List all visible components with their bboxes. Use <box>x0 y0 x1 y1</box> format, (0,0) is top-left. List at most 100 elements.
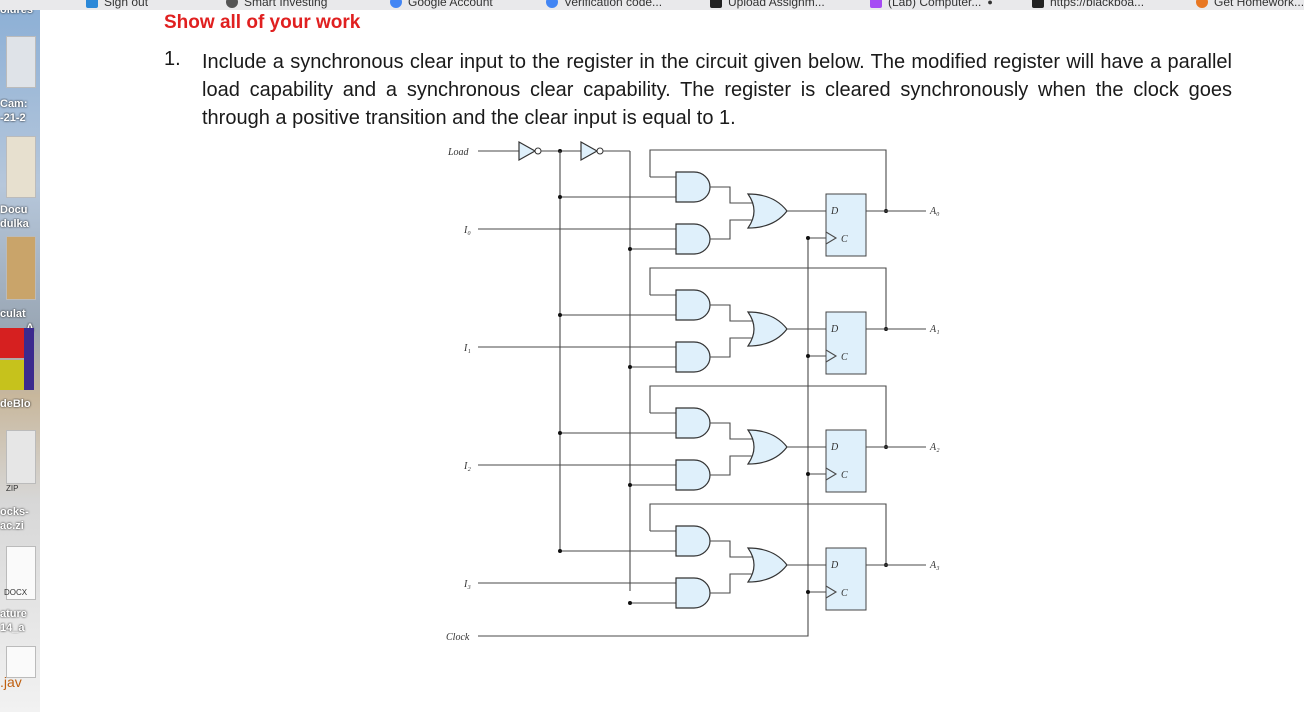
feedback-wire <box>649 149 887 211</box>
ff-d-label: D <box>830 324 839 335</box>
bookmark-google-account[interactable]: Google Account <box>390 0 493 10</box>
and-gate-hold <box>675 171 711 203</box>
or-gate <box>746 429 788 465</box>
file-thumbnail[interactable] <box>6 136 36 198</box>
document-page: Show all of your work 1. Include a synch… <box>40 10 1304 712</box>
app-block-red[interactable] <box>0 328 24 358</box>
clock-triangle <box>825 231 838 245</box>
desktop-file-label[interactable]: ac.zi <box>0 520 24 532</box>
circuit-wiring <box>478 149 809 637</box>
and-to-or-wire <box>710 219 752 240</box>
bookmark-sign-out[interactable]: Sign out <box>86 0 148 10</box>
and-gate-load <box>675 341 711 373</box>
google-icon <box>390 0 402 8</box>
input-label: I₀ <box>463 225 471 236</box>
desktop-file-label[interactable]: -21-2 <box>0 112 26 124</box>
and-to-or-wire <box>710 304 752 322</box>
and-to-or-wire <box>710 573 752 594</box>
bb-icon <box>1032 0 1044 8</box>
d-flip-flop <box>825 311 867 375</box>
load-buffer-2 <box>580 140 604 162</box>
zip-archive-icon[interactable] <box>6 430 36 484</box>
bookmark-upload-assignment[interactable]: Upload Assignm... <box>710 0 825 10</box>
feedback-wire <box>649 267 887 329</box>
output-label: A₂ <box>929 442 940 453</box>
desktop-file-label[interactable]: ature <box>0 608 27 620</box>
desktop-file-label[interactable]: .jav <box>0 674 22 690</box>
question-text: Include a synchronous clear input to the… <box>202 51 1232 129</box>
and-gate-hold <box>675 525 711 557</box>
bookmark-get-homework[interactable]: Get Homework... <box>1196 0 1304 10</box>
microphone-icon: ● <box>987 0 993 7</box>
and-to-or-wire <box>710 337 752 358</box>
feedback-wire <box>649 385 887 447</box>
d-flip-flop <box>825 429 867 493</box>
ff-d-label: D <box>830 560 839 571</box>
input-label: I₃ <box>463 579 471 590</box>
and-to-or-wire <box>710 455 752 476</box>
junction-dot <box>806 472 810 476</box>
calculator-icon[interactable] <box>6 236 36 300</box>
and-gate-load <box>675 459 711 491</box>
desktop-file-label[interactable]: deBlo <box>0 398 31 410</box>
java-file-icon[interactable] <box>6 646 36 678</box>
feedback-wire <box>649 503 887 565</box>
lab-icon <box>870 0 882 8</box>
bookmark-verification-code[interactable]: Verification code... <box>546 0 662 10</box>
junction-dot <box>628 247 632 251</box>
clock-triangle <box>825 349 838 363</box>
desktop-file-label[interactable]: oldres <box>0 10 34 16</box>
desktop-file-label[interactable]: 14_a <box>0 622 25 634</box>
app-block-purple[interactable] <box>24 328 34 390</box>
input-label: I₂ <box>463 461 471 472</box>
bookmark-lab-computer[interactable]: (Lab) Computer...● <box>870 0 993 10</box>
clock-label: Clock <box>446 632 470 643</box>
register-stage-1: D C I₁ A₁ <box>463 267 940 375</box>
app-block-yellow[interactable] <box>0 360 24 390</box>
load-inverter-1 <box>518 140 542 162</box>
windows-icon <box>86 0 98 8</box>
junction-dot <box>558 195 562 199</box>
junction-dot <box>806 236 810 240</box>
and-to-or-wire <box>710 540 752 558</box>
bookmark-smart-investing[interactable]: Smart Investing <box>226 0 327 10</box>
junction-dot <box>806 590 810 594</box>
desktop-strip: oldres Cam: -21-2 Docu dulka culat A deB… <box>0 10 40 712</box>
junction-dot <box>558 549 562 553</box>
d-flip-flop <box>825 193 867 257</box>
and-gate-hold <box>675 289 711 321</box>
ff-c-label: C <box>841 470 848 481</box>
output-label: A₁ <box>929 324 940 335</box>
desktop-file-label[interactable]: dulka <box>0 218 29 230</box>
load-label: Load <box>447 147 470 158</box>
docx-file-icon[interactable] <box>6 546 36 600</box>
ff-c-label: C <box>841 352 848 363</box>
bb-icon <box>710 0 722 8</box>
ff-d-label: D <box>830 206 839 217</box>
and-to-or-wire <box>710 422 752 440</box>
or-gate <box>746 547 788 583</box>
junction-dot <box>628 365 632 369</box>
and-gate-load <box>675 577 711 609</box>
desktop-file-label[interactable]: culat <box>0 308 26 320</box>
file-thumbnail[interactable] <box>6 36 36 88</box>
desktop-file-label[interactable]: Docu <box>0 204 28 216</box>
bookmark-blackboard[interactable]: https://blackboa... <box>1032 0 1144 10</box>
or-gate <box>746 193 788 229</box>
output-label: A₀ <box>929 206 940 217</box>
file-type-label: ZIP <box>6 484 19 493</box>
clock-triangle <box>825 467 838 481</box>
page-heading: Show all of your work <box>164 12 361 33</box>
junction-dot <box>806 354 810 358</box>
input-label: I₁ <box>463 343 471 354</box>
desktop-file-label[interactable]: ocks- <box>0 506 29 518</box>
question-number: 1. <box>164 48 181 70</box>
desktop-file-label[interactable]: Cam: <box>0 98 28 110</box>
and-to-or-wire <box>710 186 752 204</box>
and-gate-load <box>675 223 711 255</box>
d-flip-flop <box>825 547 867 611</box>
file-type-label: DOCX <box>4 588 28 597</box>
